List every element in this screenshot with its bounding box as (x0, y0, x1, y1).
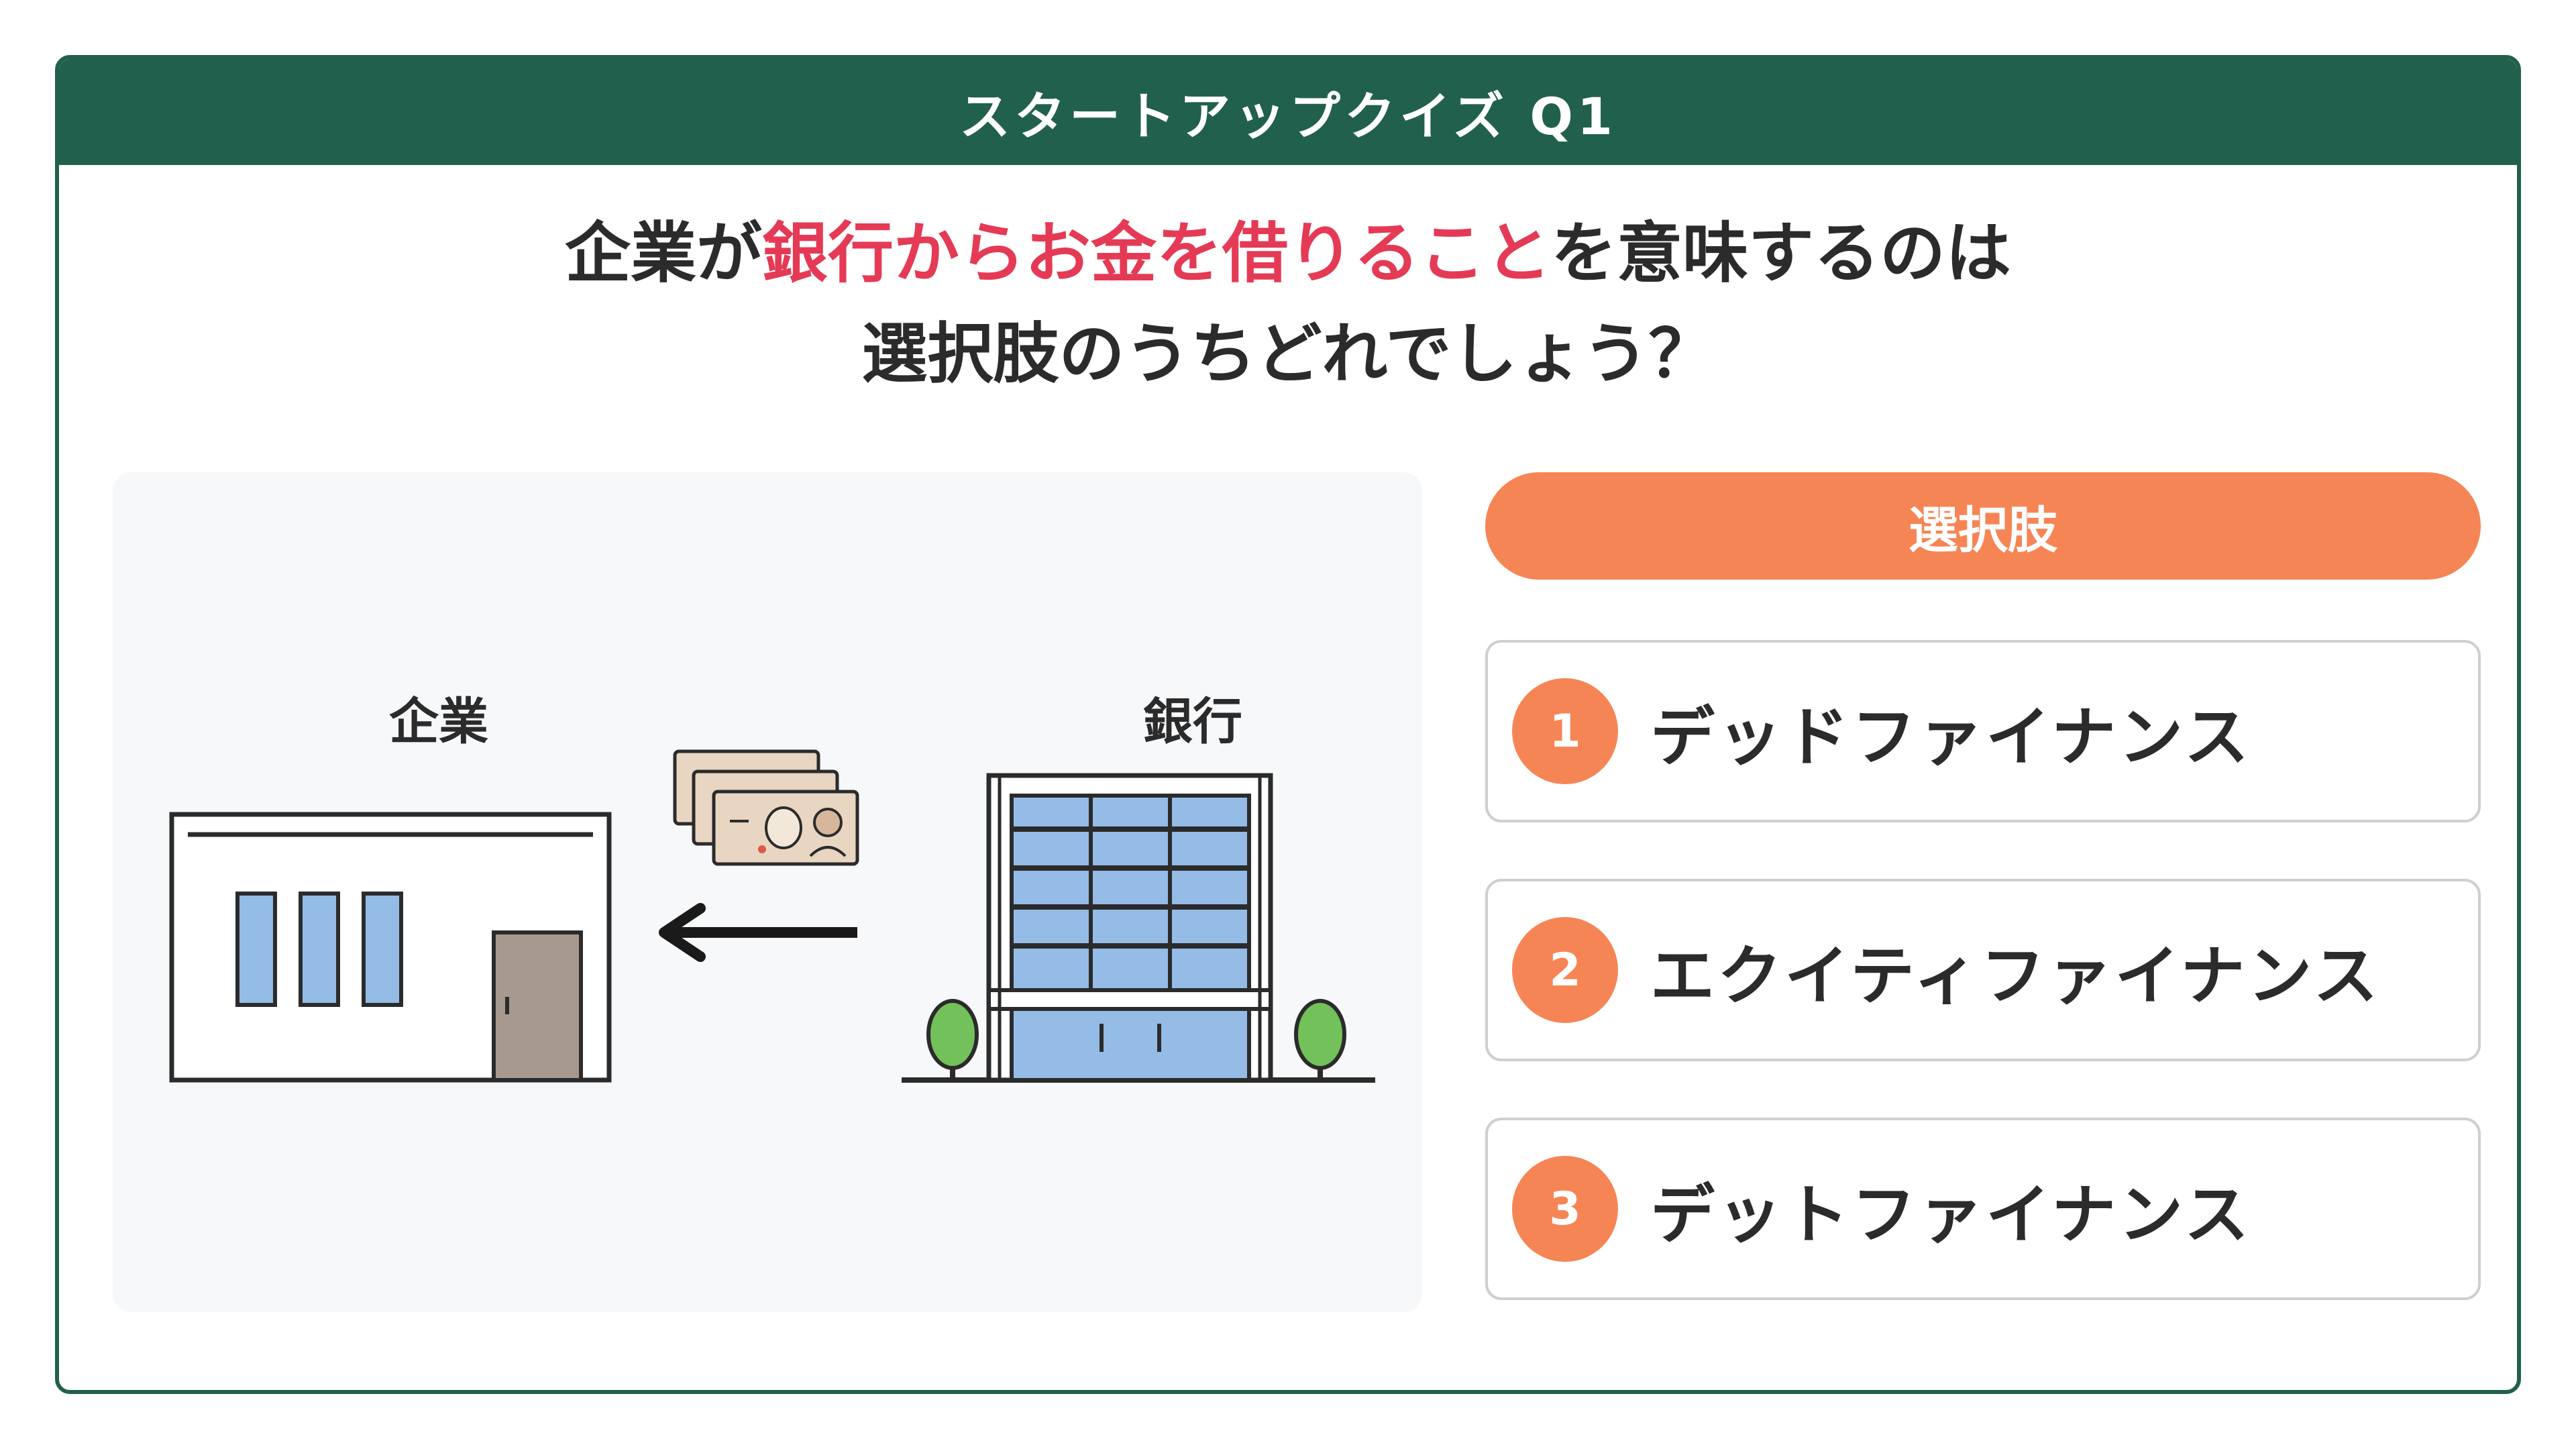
company-building-icon (169, 812, 612, 1083)
question-suffix: を意味するのは (1551, 215, 2012, 292)
illustration-panel: 企業 銀行 (113, 472, 1422, 1312)
choice-option-3[interactable]: 3 デットファイナンス (1485, 1118, 2481, 1300)
quiz-card: スタートアップクイズ Q1 企業が銀行からお金を借りることを意味するのは 選択肢… (55, 55, 2521, 1394)
question-highlight: 銀行からお金を借りること (761, 215, 1551, 292)
illustration-graphic (169, 749, 1375, 1083)
question-line-1: 企業が銀行からお金を借りることを意味するのは (59, 203, 2517, 304)
arrow-left-icon (659, 903, 857, 962)
bank-building-icon (902, 773, 1375, 1083)
choice-option-1[interactable]: 1 デッドファイナンス (1485, 640, 2481, 822)
choice-label: デッドファイナンス (1650, 699, 2252, 775)
question-text: 企業が銀行からお金を借りることを意味するのは 選択肢のうちどれでしょう？ (59, 203, 2517, 405)
choice-label: エクイティファイナンス (1650, 938, 2381, 1014)
choice-number-badge: 1 (1512, 678, 1618, 784)
choice-number-badge: 3 (1512, 1156, 1618, 1262)
choice-option-2[interactable]: 2 エクイティファイナンス (1485, 879, 2481, 1061)
bank-label: 銀行 (1143, 693, 1242, 751)
quiz-header: スタートアップクイズ Q1 (59, 59, 2517, 165)
choices-header: 選択肢 (1485, 472, 2481, 580)
company-label: 企業 (389, 693, 488, 751)
question-line-2: 選択肢のうちどれでしょう？ (861, 316, 1715, 392)
choice-label: デットファイナンス (1650, 1177, 2252, 1252)
question-prefix: 企業が (564, 215, 762, 292)
choice-number-badge: 2 (1512, 917, 1618, 1023)
money-bills-icon (673, 749, 859, 866)
quiz-title: スタートアップクイズ Q1 (959, 87, 1617, 146)
